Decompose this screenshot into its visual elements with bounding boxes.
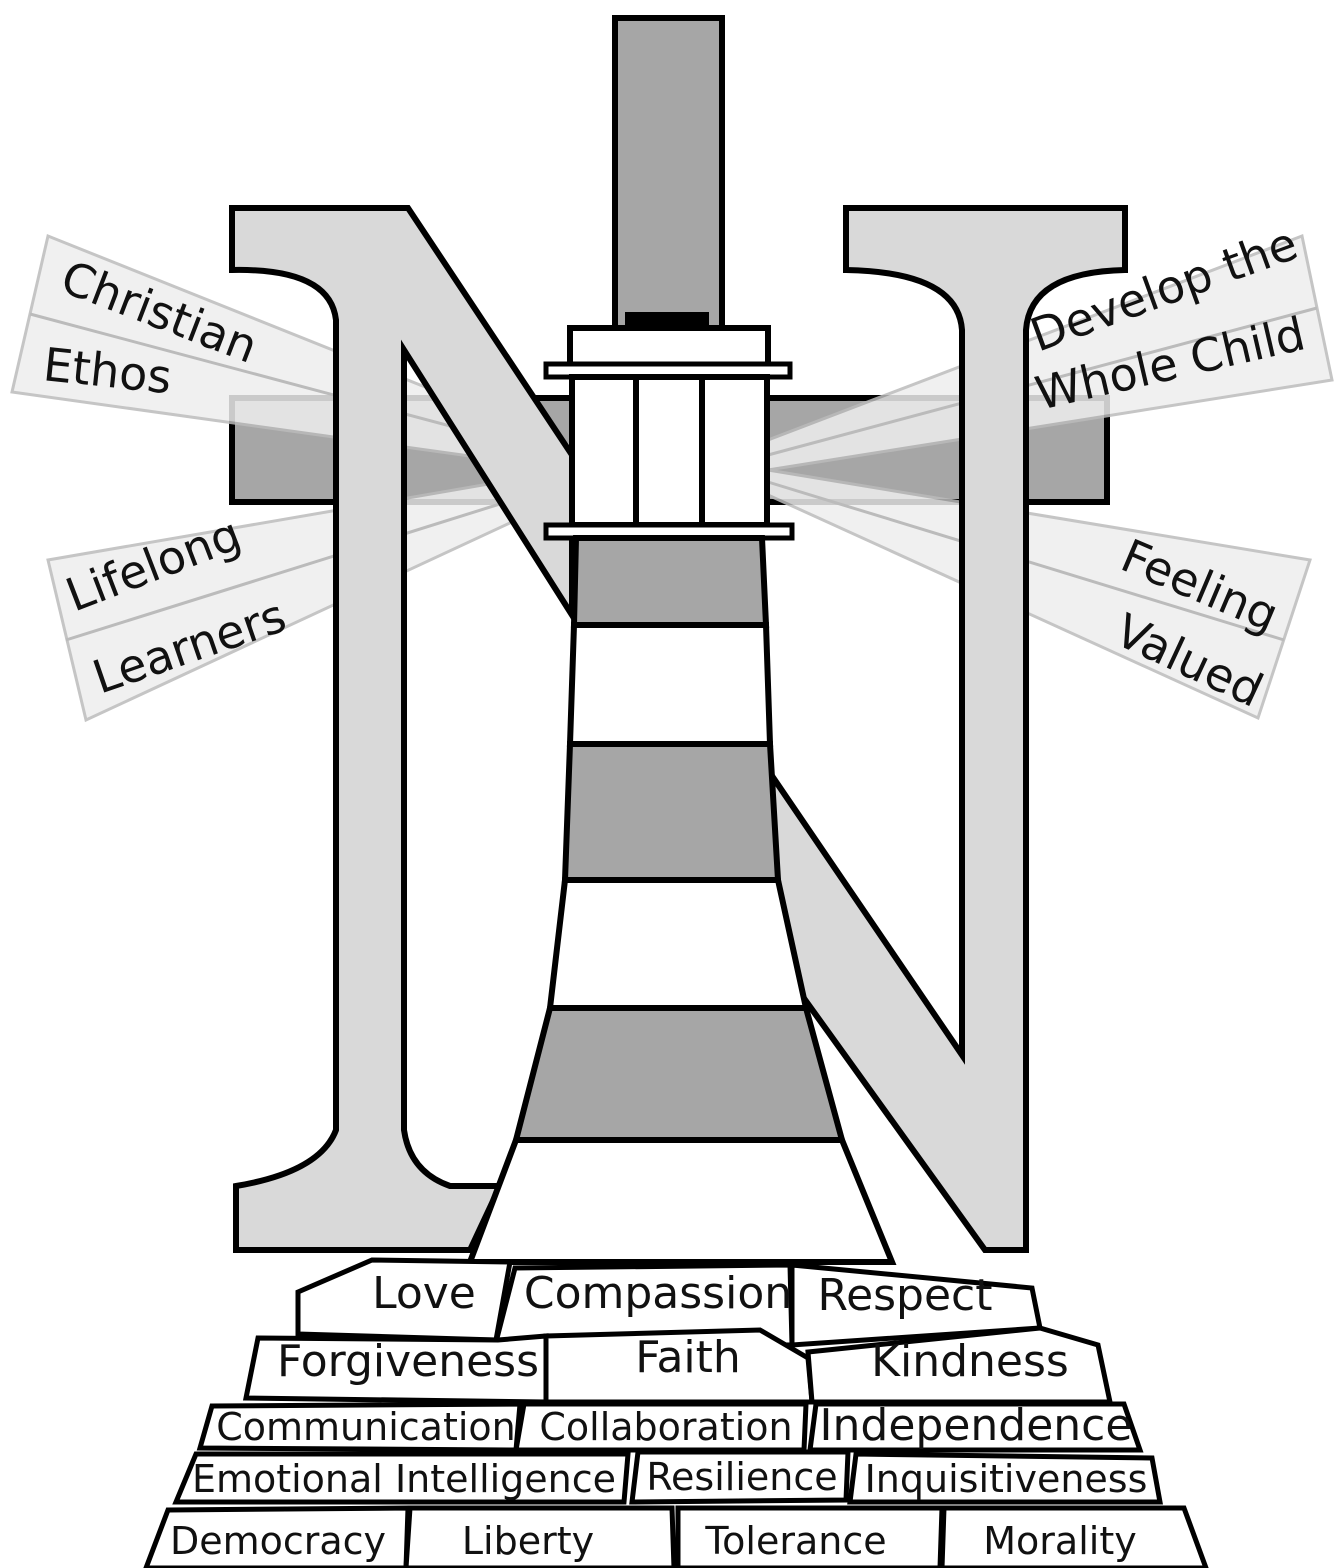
stone-label-respect: Respect <box>817 1270 992 1321</box>
stone-label-faith: Faith <box>635 1332 741 1383</box>
tower-band-5 <box>516 1008 842 1140</box>
stone-label-independence: Independence <box>820 1400 1133 1451</box>
stone-label-liberty: Liberty <box>462 1519 594 1563</box>
stone-label-resilience: Resilience <box>646 1455 837 1499</box>
stone-label-democracy: Democracy <box>170 1519 386 1563</box>
tower-base <box>470 1140 892 1262</box>
lighthouse-lantern <box>572 377 767 525</box>
stone-label-emotional-intelligence: Emotional Intelligence <box>192 1457 616 1501</box>
stone-label-communication: Communication <box>216 1405 516 1449</box>
lighthouse-roof <box>570 328 768 366</box>
stone-label-inquisitiveness: Inquisitiveness <box>865 1457 1148 1501</box>
tower-band-2 <box>570 625 770 744</box>
stone-label-kindness: Kindness <box>871 1336 1069 1387</box>
tower-band-1 <box>574 538 766 625</box>
stone-label-tolerance: Tolerance <box>704 1519 886 1563</box>
foundation: Love Compassion Respect Forgiveness Fait… <box>146 1260 1206 1568</box>
stone-label-forgiveness: Forgiveness <box>277 1336 539 1387</box>
tower-band-4 <box>550 880 806 1008</box>
stone-label-morality: Morality <box>983 1519 1136 1563</box>
stone-label-compassion: Compassion <box>524 1268 792 1319</box>
stone-label-love: Love <box>372 1268 476 1319</box>
tower-band-3 <box>565 744 778 880</box>
cross-vertical-bar <box>615 18 722 328</box>
stone-label-collaboration: Collaboration <box>539 1405 792 1449</box>
